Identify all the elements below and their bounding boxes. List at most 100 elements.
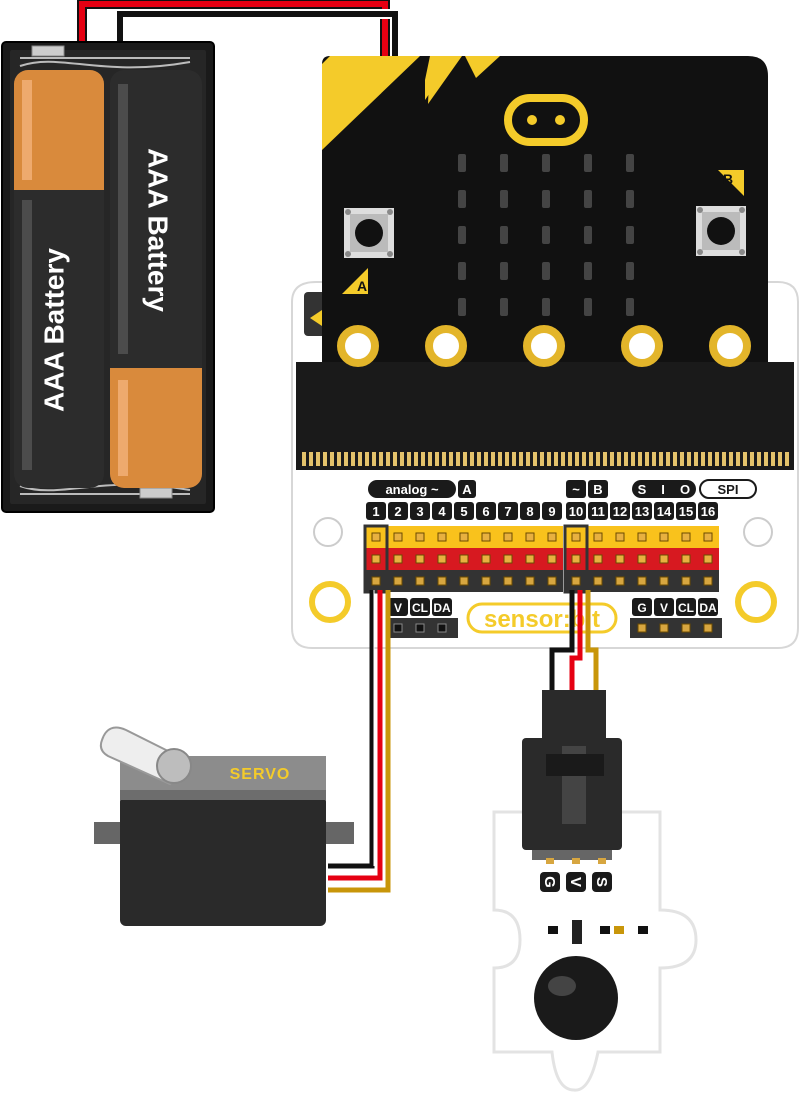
header-pin[interactable]	[503, 576, 513, 586]
pin-label-bg	[654, 502, 674, 520]
edge-pin	[512, 452, 516, 466]
header-pin[interactable]	[571, 532, 581, 542]
pin-label-13: 13	[635, 504, 649, 519]
pin-label-15: 15	[679, 504, 693, 519]
i2c-left-pin[interactable]	[415, 623, 425, 633]
button-b[interactable]	[696, 206, 746, 256]
header-pin[interactable]	[415, 576, 425, 586]
header-pin[interactable]	[415, 532, 425, 542]
header-pin[interactable]	[681, 532, 691, 542]
edge-pin	[337, 452, 341, 466]
header-pin[interactable]	[637, 554, 647, 564]
mount-hole-right-top	[743, 517, 773, 547]
header-pin[interactable]	[437, 532, 447, 542]
header-pin[interactable]	[437, 554, 447, 564]
edge-pin	[435, 452, 439, 466]
edge-pin	[743, 452, 747, 466]
header-pin[interactable]	[593, 576, 603, 586]
header-pin[interactable]	[481, 576, 491, 586]
edge-pin	[624, 452, 628, 466]
i2c-right-pin[interactable]	[681, 623, 691, 633]
header-pin[interactable]	[593, 554, 603, 564]
header-pin[interactable]	[659, 532, 669, 542]
edge-pin	[687, 452, 691, 466]
mount-hole-right-bottom	[735, 581, 777, 623]
edge-pin	[547, 452, 551, 466]
pwm-label: ~	[572, 482, 580, 497]
edge-pin	[519, 452, 523, 466]
header-pin[interactable]	[615, 532, 625, 542]
led	[500, 190, 508, 208]
i2c-right-pin[interactable]	[703, 623, 713, 633]
header-pin[interactable]	[459, 576, 469, 586]
edge-pin	[603, 452, 607, 466]
header-pin[interactable]	[571, 554, 581, 564]
header-pin[interactable]	[459, 554, 469, 564]
header-pin[interactable]	[681, 554, 691, 564]
header-pin[interactable]	[481, 554, 491, 564]
header-pin[interactable]	[371, 554, 381, 564]
header-pin[interactable]	[459, 532, 469, 542]
header-pin[interactable]	[615, 554, 625, 564]
edge-pin	[701, 452, 705, 466]
sensor-pin-label-G: G	[541, 876, 558, 888]
header-pin[interactable]	[637, 532, 647, 542]
i2c-right-label: V	[660, 601, 668, 615]
header-pin[interactable]	[703, 576, 713, 586]
pin-label-5: 5	[460, 504, 467, 519]
button-a[interactable]	[344, 208, 394, 258]
led	[542, 298, 550, 316]
header-pin[interactable]	[593, 532, 603, 542]
header-pin[interactable]	[525, 554, 535, 564]
header-pin[interactable]	[481, 532, 491, 542]
header-pin[interactable]	[659, 576, 669, 586]
mount-hole-left-bottom	[309, 581, 351, 623]
i2c-right-pin[interactable]	[659, 623, 669, 633]
header-pin[interactable]	[371, 576, 381, 586]
i2c-left-pin[interactable]	[393, 623, 403, 633]
header-pin[interactable]	[525, 576, 535, 586]
header-pin[interactable]	[571, 576, 581, 586]
edge-pin	[666, 452, 670, 466]
led	[542, 262, 550, 280]
edge-pin	[659, 452, 663, 466]
header-pin[interactable]	[547, 576, 557, 586]
gold-pad	[425, 325, 467, 367]
edge-pin	[372, 452, 376, 466]
edge-pin	[582, 452, 586, 466]
header-pin[interactable]	[415, 554, 425, 564]
header-pin[interactable]	[703, 532, 713, 542]
battery-pack: AAA Battery AAA Battery	[1, 41, 215, 513]
sensor-pin	[572, 858, 580, 864]
edge-pin	[456, 452, 460, 466]
header-pin[interactable]	[393, 532, 403, 542]
header-pin[interactable]	[503, 554, 513, 564]
pin-label-12: 12	[613, 504, 627, 519]
edge-pin	[505, 452, 509, 466]
header-pin[interactable]	[371, 532, 381, 542]
header-pin[interactable]	[525, 532, 535, 542]
header-pin[interactable]	[681, 576, 691, 586]
header-pin[interactable]	[637, 576, 647, 586]
pin-label-bg	[454, 502, 474, 520]
header-pin[interactable]	[437, 576, 447, 586]
i2c-right-pin[interactable]	[637, 623, 647, 633]
led	[626, 298, 634, 316]
header-pin[interactable]	[393, 554, 403, 564]
header-pin[interactable]	[615, 576, 625, 586]
header-pin[interactable]	[659, 554, 669, 564]
led	[458, 262, 466, 280]
header-pin[interactable]	[547, 532, 557, 542]
led	[584, 298, 592, 316]
led	[458, 154, 466, 172]
header-pin[interactable]	[393, 576, 403, 586]
edge-pin	[694, 452, 698, 466]
header-pin[interactable]	[547, 554, 557, 564]
sensor-pin-label-group: G	[540, 872, 560, 892]
edge-pin	[652, 452, 656, 466]
header-pin[interactable]	[503, 532, 513, 542]
i2c-left-pin[interactable]	[437, 623, 447, 633]
header-pin[interactable]	[703, 554, 713, 564]
